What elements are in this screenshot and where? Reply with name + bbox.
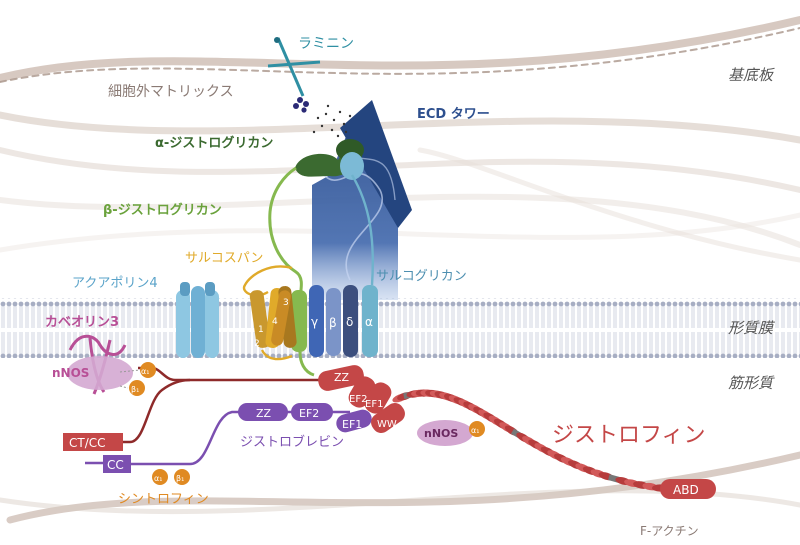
nnos-left-label: nNOS: [52, 366, 89, 380]
dystrophin-ct-linker: [138, 366, 320, 382]
region-basal-lamina: 基底板: [728, 66, 775, 84]
sarcospan-label: サルコスパン: [185, 251, 263, 266]
dystrobrevin-ef2: [291, 403, 333, 421]
alpha-dg-glycans: [312, 104, 352, 138]
dystrobrevin-zz: [238, 403, 288, 421]
sarcospan-helix-2: 2: [254, 339, 260, 349]
dystrophin-rod: [392, 389, 668, 492]
ecd-tower: [312, 100, 412, 300]
dystrophin-ct-linker-2: [110, 378, 191, 444]
dystrophin-ef1-label: EF1: [365, 399, 383, 410]
f-actin-label: F-アクチン: [640, 524, 699, 538]
nnos-left-blob: [67, 356, 133, 390]
sarcospan: [242, 265, 297, 361]
delta-label: δ: [346, 315, 353, 329]
syntrophin-b1-top: [129, 380, 145, 396]
dystrophin-label: ジストロフィン: [552, 423, 706, 448]
syntrophin-label: シントロフィン: [118, 492, 209, 507]
alpha-dg-label: α-ジストログリカン: [155, 135, 273, 151]
sarcospan-helix-1: 1: [258, 325, 264, 335]
dystrobrevin-ef2-label: EF2: [299, 407, 319, 420]
dystrobrevin-strand: [131, 410, 350, 466]
syntrophin-a1-bottom-label: α₁: [154, 474, 162, 483]
ecd-tower-label: ECD タワー: [417, 107, 490, 122]
laminin-label: ラミニン: [298, 36, 354, 52]
abd-label: ABD: [673, 483, 699, 497]
sarcospan-helix-4: 4: [272, 317, 278, 327]
alpha-label: α: [365, 315, 373, 329]
syntrophin-a1-right: [469, 421, 485, 437]
beta-dg-label: β-ジストログリカン: [103, 202, 222, 218]
nnos-link-left-2: [119, 385, 129, 389]
sarcospan-helix-3: 3: [283, 298, 289, 308]
syntrophin-a1-top-label: α₁: [141, 367, 149, 376]
syntrophin-b1-bottom: [174, 469, 190, 485]
beta-sarcoglycan: [326, 288, 341, 356]
aquaporin-label: アクアポリン4: [72, 276, 158, 291]
beta-dg-ecto-strand: [268, 166, 303, 301]
laminin: [267, 37, 321, 113]
dystrobrevin-zz-label: ZZ: [256, 407, 272, 420]
caveolin-label: カベオリン3: [45, 315, 119, 330]
alpha-sarcoglycan: [362, 285, 378, 357]
sarcoglycan-label: サルコグリカン: [376, 269, 467, 284]
dystrobrevin-label: ジストロブレビン: [240, 434, 344, 450]
membrane-bilayer: [0, 298, 800, 358]
abd-domain: [660, 479, 716, 499]
aquaporin-4: [176, 282, 219, 358]
cc-box: [103, 455, 131, 473]
dystrophin-zz-label: ZZ: [334, 371, 350, 384]
ct-cc-label: CT/CC: [69, 436, 106, 450]
dystrobrevin-ef1: [336, 409, 372, 433]
beta-dg-tail: [298, 351, 315, 377]
beta-label: β: [329, 316, 337, 330]
sarcoglycan-complex: [309, 174, 378, 357]
dystrophin-head: [318, 365, 405, 433]
ecm-label: 細胞外マトリックス: [108, 84, 234, 100]
gamma-sarcoglycan: [309, 285, 324, 357]
syntrophin-b1-top-label: β₁: [131, 385, 139, 394]
syntrophin-b1-bottom-label: β₁: [176, 474, 184, 483]
delta-sarcoglycan: [343, 285, 358, 357]
syntrophin-a1-right-label: α₁: [471, 426, 479, 435]
nnos-right-label: nNOS: [424, 427, 458, 440]
syntrophin-a1-top: [140, 362, 156, 378]
syntrophin-a1-bottom: [152, 469, 168, 485]
nnos-link-left: [119, 369, 141, 373]
dystrophin-ef2-label: EF2: [349, 394, 367, 405]
region-sarcolemma: 形質膜: [728, 319, 776, 337]
nnos-right-blob: [417, 420, 473, 446]
dystrophin-ww-label: WW: [377, 419, 397, 430]
alpha-dystroglycan: [295, 139, 364, 180]
cc-label: CC: [107, 458, 124, 472]
ct-cc-box: [63, 433, 123, 451]
dystrobrevin-ef1-label: EF1: [342, 418, 362, 431]
region-sarcoplasm: 筋形質: [728, 374, 775, 392]
gamma-label: γ: [311, 315, 318, 329]
